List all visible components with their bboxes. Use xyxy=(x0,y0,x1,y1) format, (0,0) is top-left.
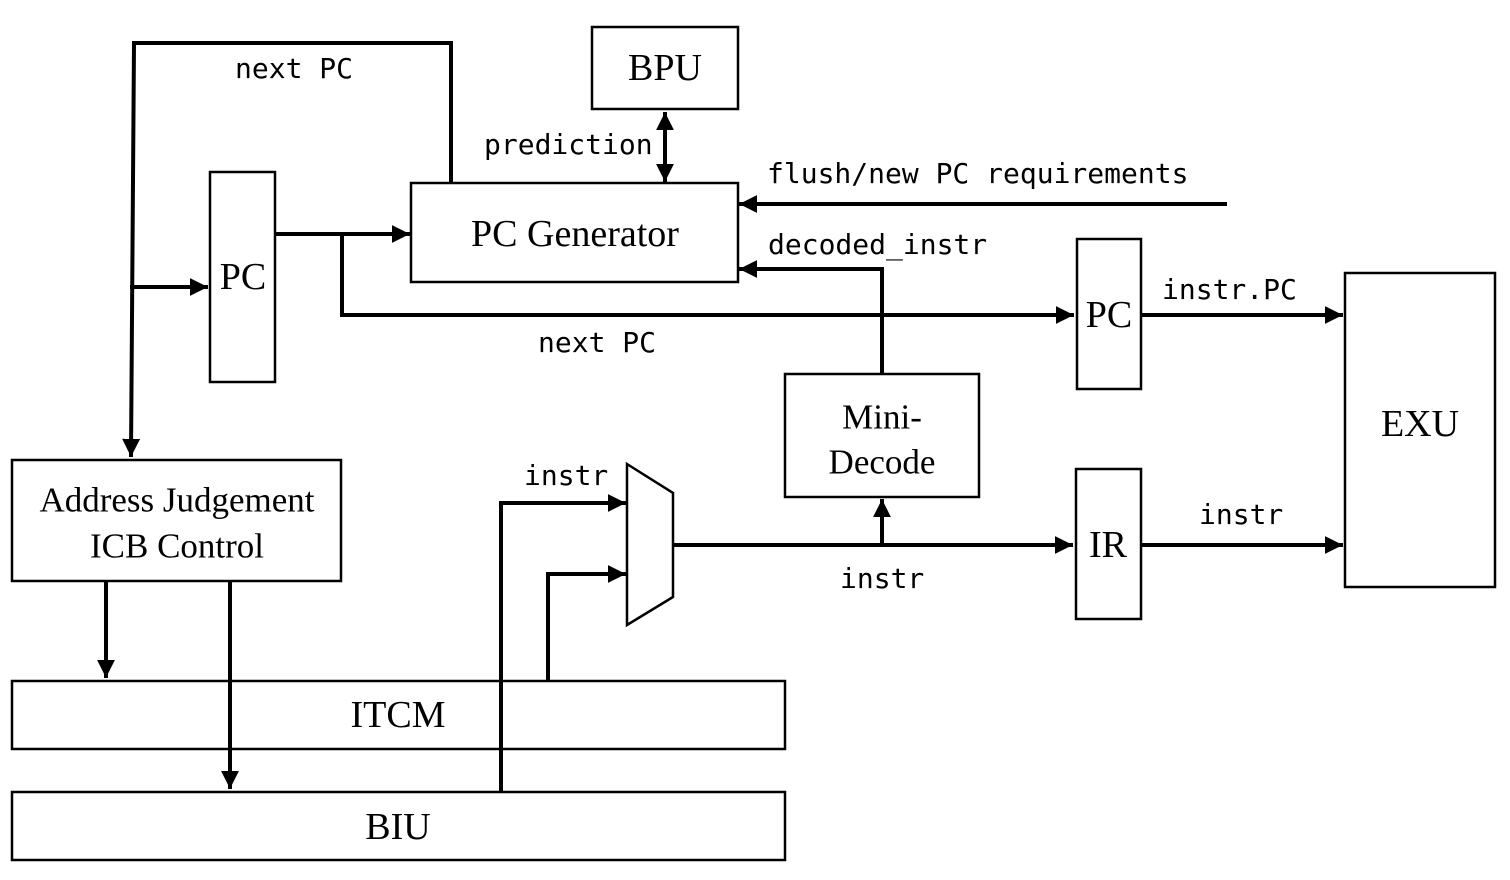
itcm-to-mux-wire xyxy=(546,565,626,682)
exu-block xyxy=(1343,271,1497,589)
pc-generator-label: PC Generator xyxy=(471,213,679,255)
instr-exu-label: instr xyxy=(1199,498,1283,531)
biu-label: BIU xyxy=(365,806,430,848)
ir-register xyxy=(1074,467,1143,621)
pc-register-right xyxy=(1075,237,1143,391)
instr-pc-label: instr.PC xyxy=(1162,273,1297,306)
mini-decode-label-line1: Mini- xyxy=(842,398,922,437)
pc-left-label: PC xyxy=(220,256,266,298)
mini-decode-block xyxy=(783,372,981,499)
itcm-label: ITCM xyxy=(351,694,446,736)
address-judgement-label: Address Judgement xyxy=(39,481,314,520)
itcm-block xyxy=(10,679,787,751)
decoded-instr-label: decoded_instr xyxy=(768,228,987,262)
icb-control-label: ICB Control xyxy=(90,527,264,566)
exu-label: EXU xyxy=(1381,403,1459,445)
bpu-label: BPU xyxy=(628,47,702,89)
mini-decode-label-line2: Decode xyxy=(829,443,936,482)
ir-label: IR xyxy=(1089,524,1128,566)
pc-right-label: PC xyxy=(1086,294,1132,336)
prediction-label: prediction xyxy=(484,128,653,161)
next-pc-mid-label: next PC xyxy=(538,326,656,359)
address-judgement-block xyxy=(10,458,343,583)
pc-generator-block xyxy=(409,181,740,284)
pc-to-pc-right-wire xyxy=(340,232,1074,324)
instr-mux-out-label: instr xyxy=(840,562,924,595)
next-pc-top-label: next PC xyxy=(235,52,353,85)
instr-mux-in-label: instr xyxy=(524,459,608,492)
pc-register-left xyxy=(208,170,277,384)
instr-mux xyxy=(625,461,675,628)
decoded-instr-wire xyxy=(739,260,884,374)
flush-label: flush/new PC requirements xyxy=(767,157,1188,190)
bpu-block xyxy=(590,25,740,111)
next-pc-feedback-wire xyxy=(122,41,453,458)
biu-block xyxy=(10,790,787,862)
